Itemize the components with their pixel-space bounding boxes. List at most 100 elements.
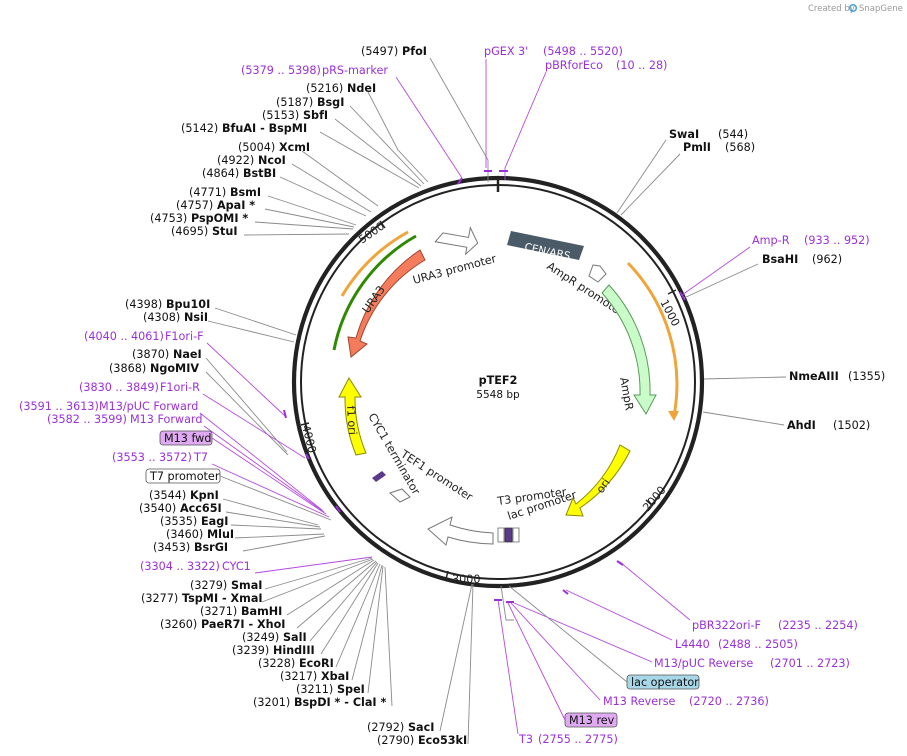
tick-2000-mark <box>645 499 654 507</box>
site-pos: (3217) <box>280 670 317 683</box>
site-pspomi[interactable]: PspOMI * <box>191 212 248 225</box>
site-pos: (3211) <box>296 683 333 696</box>
leader-prs <box>395 76 463 179</box>
site-pos: (3249) <box>242 631 279 644</box>
site-eco53ki[interactable]: Eco53kI <box>418 734 467 747</box>
primer-mark <box>679 291 686 301</box>
site-pos: (2792) <box>367 721 404 734</box>
leader-t3 <box>497 599 519 735</box>
tef1-promoter-feature[interactable] <box>427 516 494 546</box>
m13-rev-box-label: M13 rev <box>569 714 615 727</box>
site-ngomiv[interactable]: NgoMIV <box>150 362 199 375</box>
site-tspmi[interactable]: TspMI - XmaI <box>182 592 263 605</box>
site-eagi[interactable]: EagI <box>201 515 228 528</box>
site-naei[interactable]: NaeI <box>173 348 202 361</box>
site-pos: (4864) <box>202 167 239 180</box>
lac-operator-feature[interactable] <box>504 527 513 543</box>
cyc1-terminator-feature[interactable] <box>389 488 411 503</box>
ampr-promoter-feature[interactable] <box>588 264 607 283</box>
site-bsahi[interactable]: BsaHI <box>762 253 798 266</box>
ori-feature[interactable] <box>565 444 631 517</box>
primer-ampr-name[interactable]: Amp-R <box>752 234 790 247</box>
site-ndei[interactable]: NdeI <box>347 82 376 95</box>
leader-pbrforeco <box>504 71 547 180</box>
site-pos: (4398) <box>125 298 162 311</box>
site-mlui[interactable]: MluI <box>207 528 234 541</box>
site-bpu10i[interactable]: Bpu10I <box>166 298 210 311</box>
cyc1-primer-mark <box>372 471 386 482</box>
site-paer7i[interactable]: PaeR7I - XhoI <box>201 618 285 631</box>
site-smai[interactable]: SmaI <box>231 579 262 592</box>
site-pos: (1355) <box>848 370 885 383</box>
site-ahdi[interactable]: AhdI <box>787 419 816 432</box>
primer-cyc1-name[interactable]: CYC1 <box>222 560 251 573</box>
primer-pgex3-name[interactable]: pGEX 3' <box>484 45 528 58</box>
site-pos: (3201) <box>253 696 290 709</box>
cen-ars-feature[interactable] <box>507 231 584 260</box>
site-xbai[interactable]: XbaI <box>321 670 349 683</box>
site-pmli[interactable]: PmlI <box>683 141 711 154</box>
ampr-feature[interactable] <box>601 284 657 415</box>
primer-t3-name[interactable]: T3 <box>518 733 533 746</box>
leader-t3-promoter <box>500 585 514 621</box>
site-bstbi[interactable]: BstBI <box>243 167 276 180</box>
site-bsgi[interactable]: BsgI <box>317 96 344 109</box>
ura3-feature[interactable] <box>347 249 426 358</box>
site-pos: (5153) <box>262 109 299 122</box>
ampr-label: AmpR <box>617 376 636 411</box>
primer-mark <box>457 177 463 185</box>
site-bamhi[interactable]: BamHI <box>241 605 282 618</box>
site-sbfi[interactable]: SbfI <box>303 109 328 122</box>
site-swai[interactable]: SwaI <box>669 128 699 141</box>
primer-prs-name[interactable]: pRS-marker <box>322 64 388 77</box>
site-nsii[interactable]: NsiI <box>184 311 208 324</box>
primer-pbr322ori-name[interactable]: pBR322ori-F <box>692 619 761 632</box>
site-nmeaiii[interactable]: NmeAIII <box>789 370 839 383</box>
site-kpni[interactable]: KpnI <box>190 489 219 502</box>
tick-1000-mark <box>667 289 677 295</box>
site-ecori[interactable]: EcoRI <box>299 657 334 670</box>
site-apai[interactable]: ApaI * <box>217 199 255 212</box>
primer-m13-reverse-range: (2720 .. 2736) <box>689 695 769 708</box>
site-xcmi[interactable]: XcmI <box>279 141 310 154</box>
lac-promoter-feature[interactable] <box>512 527 520 543</box>
site-spei[interactable]: SpeI <box>337 683 365 696</box>
site-acc65i[interactable]: Acc65I <box>180 502 222 515</box>
site-bsmi[interactable]: BsmI <box>230 186 261 199</box>
site-bspdi[interactable]: BspDI * - ClaI * <box>294 696 386 709</box>
site-pos: (3271) <box>200 605 237 618</box>
credit-prefix: Created by <box>808 4 855 14</box>
site-hindiii[interactable]: HindIII <box>273 644 315 657</box>
site-bfuai[interactable]: BfuAI - BspMI <box>222 122 307 135</box>
primer-m13-reverse-name[interactable]: M13 Reverse <box>603 695 676 708</box>
site-pos: (4753) <box>150 212 187 225</box>
site-pos: (3544) <box>149 489 186 502</box>
t3-promoter-feature[interactable] <box>497 527 505 543</box>
primer-f1ori-f-name[interactable]: F1ori-F <box>165 330 204 343</box>
site-pos: (4757) <box>176 199 213 212</box>
site-pos: (3453) <box>153 541 190 554</box>
primer-m13-fwd-name[interactable]: M13 Forward <box>130 413 202 426</box>
site-pfoi[interactable]: PfoI <box>402 45 427 58</box>
site-pos: (5004) <box>238 141 275 154</box>
primer-l4440-name[interactable]: L4440 <box>675 638 710 651</box>
ura3-orf-arc <box>332 234 417 351</box>
site-pos: (5216) <box>306 82 343 95</box>
primer-t7-name[interactable]: T7 <box>193 451 208 464</box>
site-stui[interactable]: StuI <box>212 225 238 238</box>
primer-pbrforeco-name[interactable]: pBRforEco <box>545 59 603 72</box>
primer-m13puc-fwd-name[interactable]: M13/pUC Forward <box>99 400 198 413</box>
ampr-orf-arc <box>626 261 679 417</box>
plasmid-name: pTEF2 <box>479 374 518 387</box>
f1-ori-feature[interactable] <box>338 377 367 456</box>
credit-brand: SnapGene <box>859 4 903 14</box>
site-bsrgi[interactable]: BsrGI <box>194 541 228 554</box>
site-pos: (3868) <box>109 362 146 375</box>
site-ncoi[interactable]: NcoI <box>258 154 286 167</box>
primer-f1ori-r-name[interactable]: F1ori-R <box>160 381 200 394</box>
ura3-promoter-feature[interactable] <box>434 222 480 256</box>
site-pos: (3239) <box>232 644 269 657</box>
primer-m13puc-rev-name[interactable]: M13/pUC Reverse <box>654 657 753 670</box>
site-saci[interactable]: SacI <box>408 721 434 734</box>
site-sali[interactable]: SalI <box>283 631 307 644</box>
